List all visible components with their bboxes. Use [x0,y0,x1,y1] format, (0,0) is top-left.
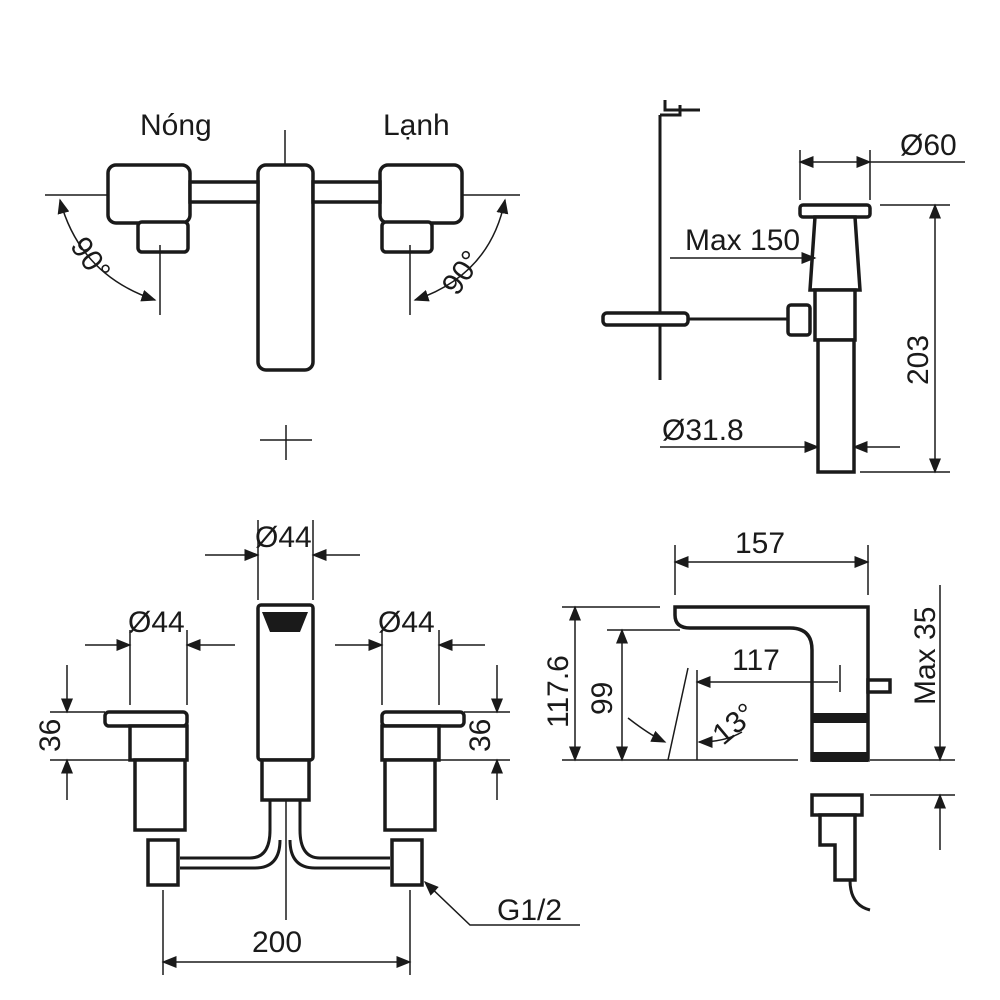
drain-height: 203 [902,335,935,385]
max-deck-thickness: Max 35 [909,607,942,705]
spout-top [256,163,315,372]
right-handle-height: 36 [464,719,497,752]
hot-handle [106,163,192,225]
drain-max-rod: Max 150 [685,224,800,257]
spout-reach: 157 [735,527,785,560]
outlet-height: 99 [586,682,619,715]
drain-pipe-diameter: Ø31.8 [662,414,744,447]
top-view: Nóng Lạnh 90° 90° [45,109,520,460]
outlet-angle: 13° [706,697,762,751]
drain-view: Ø60 Max 150 203 Ø31.8 [601,100,965,474]
thread-size: G1/2 [497,894,562,927]
left-handle-height: 36 [34,719,67,752]
right-handle-diameter: Ø44 [378,606,435,639]
center-distance: 200 [252,926,302,959]
outlet-reach: 117 [732,644,780,677]
total-height: 117.6 [542,655,575,728]
hot-label: Nóng [140,109,212,142]
front-view: Ø44 Ø44 Ø44 36 36 200 G1/2 [34,520,580,975]
hot-angle: 90° [64,231,117,287]
spout-diameter: Ø44 [255,521,312,554]
cold-angle: 90° [436,245,489,301]
drain-top-diameter: Ø60 [900,129,957,162]
left-handle-diameter: Ø44 [128,606,185,639]
side-view: 157 117.6 99 117 13° Max 35 [542,527,955,912]
cold-handle [378,163,464,225]
cold-label: Lạnh [383,109,450,142]
